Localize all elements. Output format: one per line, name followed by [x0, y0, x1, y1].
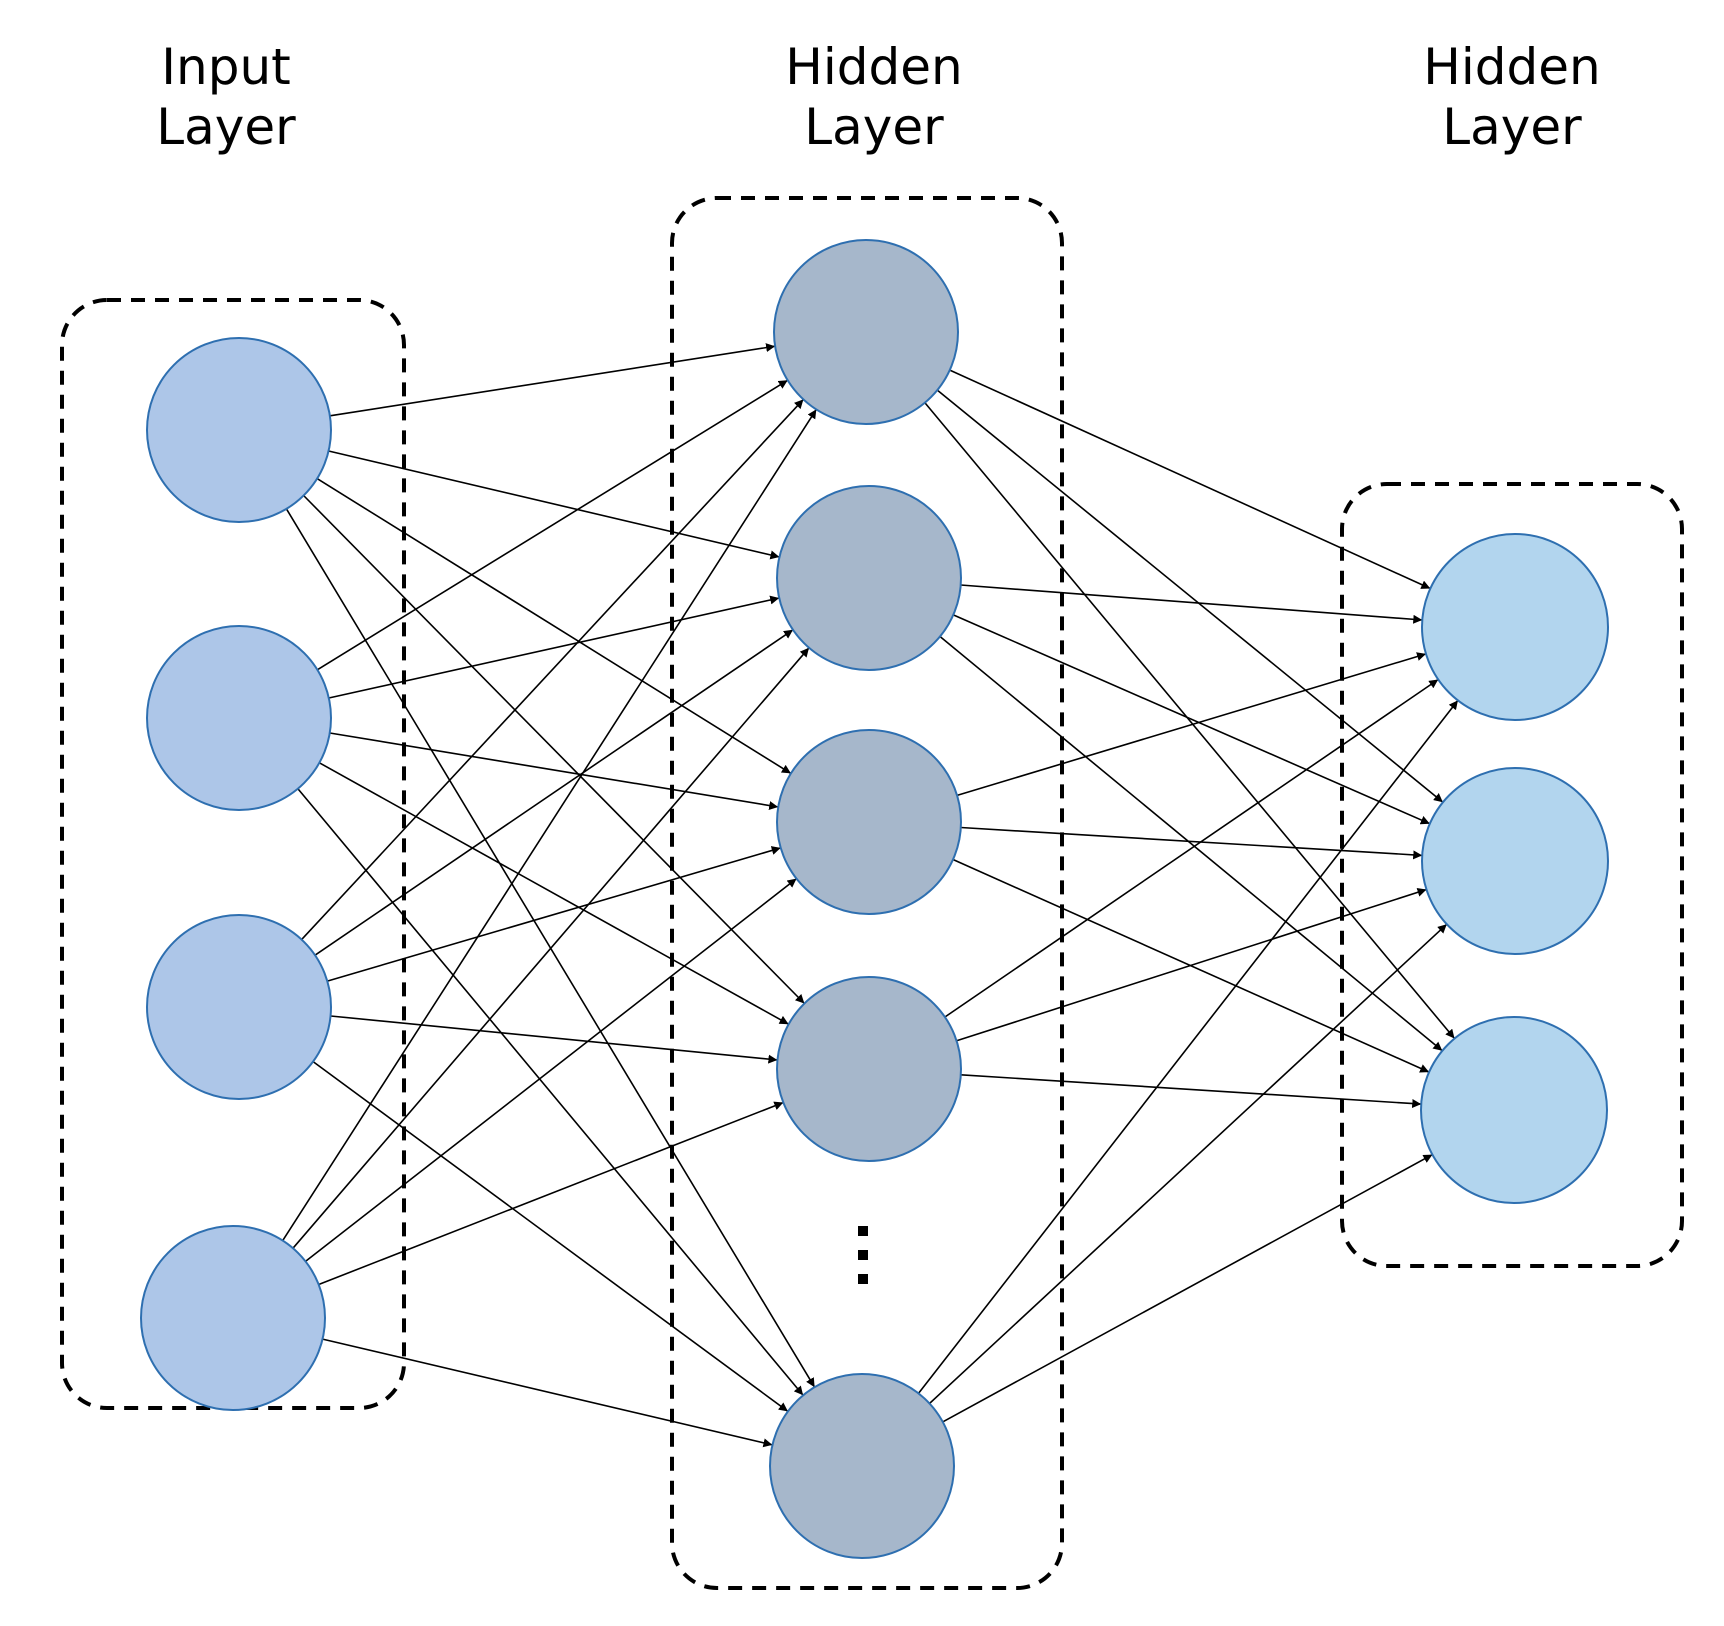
connection-hidden-1-3-to-hidden-2-1 [956, 652, 1427, 797]
connection-hidden-1-2-to-hidden-2-2 [952, 614, 1431, 825]
input-neuron-1 [146, 337, 332, 523]
connection-input-2-to-hidden-1-5 [297, 788, 804, 1396]
input-neuron-4 [140, 1225, 326, 1411]
hidden-layer-1-title-line2: Layer [804, 98, 944, 156]
connection-input-4-to-hidden-1-5 [322, 1338, 773, 1448]
connection-hidden-1-1-to-hidden-2-2 [936, 389, 1444, 803]
input-neuron-3 [146, 914, 332, 1100]
connection-input-2-to-hidden-1-1 [316, 379, 789, 671]
connection-input-2-to-hidden-1-2 [328, 595, 780, 699]
hidden-layer-1-title-line1: Hidden [785, 38, 962, 96]
connection-hidden-1-5-to-hidden-2-2 [928, 923, 1448, 1405]
connection-hidden-1-1-to-hidden-2-1 [949, 369, 1431, 590]
hidden-2-neuron-1 [1421, 533, 1609, 721]
hidden-layer-1-box [670, 196, 1064, 1590]
hidden-1-neuron-4 [776, 976, 962, 1162]
connection-hidden-1-1-to-hidden-2-3 [924, 402, 1456, 1040]
connection-input-3-to-hidden-1-1 [301, 398, 804, 941]
hidden-1-neuron-3 [776, 729, 962, 915]
connection-input-1-to-hidden-1-1 [329, 343, 776, 417]
ellipsis-icon [858, 1226, 868, 1284]
connection-input-3-to-hidden-1-3 [327, 846, 781, 982]
hidden-1-neuron-5 [769, 1373, 955, 1559]
connection-input-4-to-hidden-1-2 [292, 647, 810, 1249]
connection-input-4-to-hidden-1-1 [282, 408, 817, 1242]
neurons-group [140, 239, 1609, 1559]
hidden-layer-2-box [1340, 482, 1684, 1268]
hidden-2-neuron-3 [1420, 1016, 1608, 1204]
connection-input-1-to-hidden-1-3 [316, 477, 792, 775]
connection-hidden-1-3-to-hidden-2-2 [960, 826, 1423, 860]
connection-hidden-1-2-to-hidden-2-1 [960, 584, 1423, 624]
connection-input-3-to-hidden-1-4 [330, 1015, 778, 1064]
hidden-1-neuron-1 [773, 239, 959, 425]
connection-hidden-1-2-to-hidden-2-3 [939, 635, 1443, 1052]
connection-input-1-to-hidden-1-4 [303, 494, 805, 1005]
connection-input-2-to-hidden-1-4 [319, 762, 789, 1025]
hidden-2-neuron-2 [1421, 767, 1609, 955]
connection-input-1-to-hidden-1-2 [328, 450, 780, 560]
connection-input-2-to-hidden-1-3 [329, 732, 779, 810]
connection-hidden-1-4-to-hidden-2-3 [960, 1074, 1422, 1109]
connection-hidden-1-5-to-hidden-2-1 [917, 699, 1459, 1394]
input-layer-title-line2: Layer [156, 98, 296, 156]
connection-hidden-1-4-to-hidden-2-2 [956, 887, 1427, 1042]
input-layer-title-line1: Input [161, 38, 290, 96]
hidden-1-neuron-2 [776, 485, 962, 671]
connection-input-4-to-hidden-1-4 [318, 1101, 784, 1286]
connection-hidden-1-5-to-hidden-2-3 [942, 1153, 1433, 1423]
hidden-layer-2-title-line1: Hidden [1423, 38, 1600, 96]
input-neuron-2 [146, 625, 332, 811]
connection-hidden-1-4-to-hidden-2-1 [944, 678, 1439, 1018]
hidden-layer-2-title-line2: Layer [1442, 98, 1582, 156]
connection-input-4-to-hidden-1-3 [305, 877, 797, 1263]
connections-group [282, 343, 1459, 1448]
connection-input-3-to-hidden-1-5 [312, 1060, 789, 1413]
connection-input-3-to-hidden-1-2 [314, 629, 794, 956]
